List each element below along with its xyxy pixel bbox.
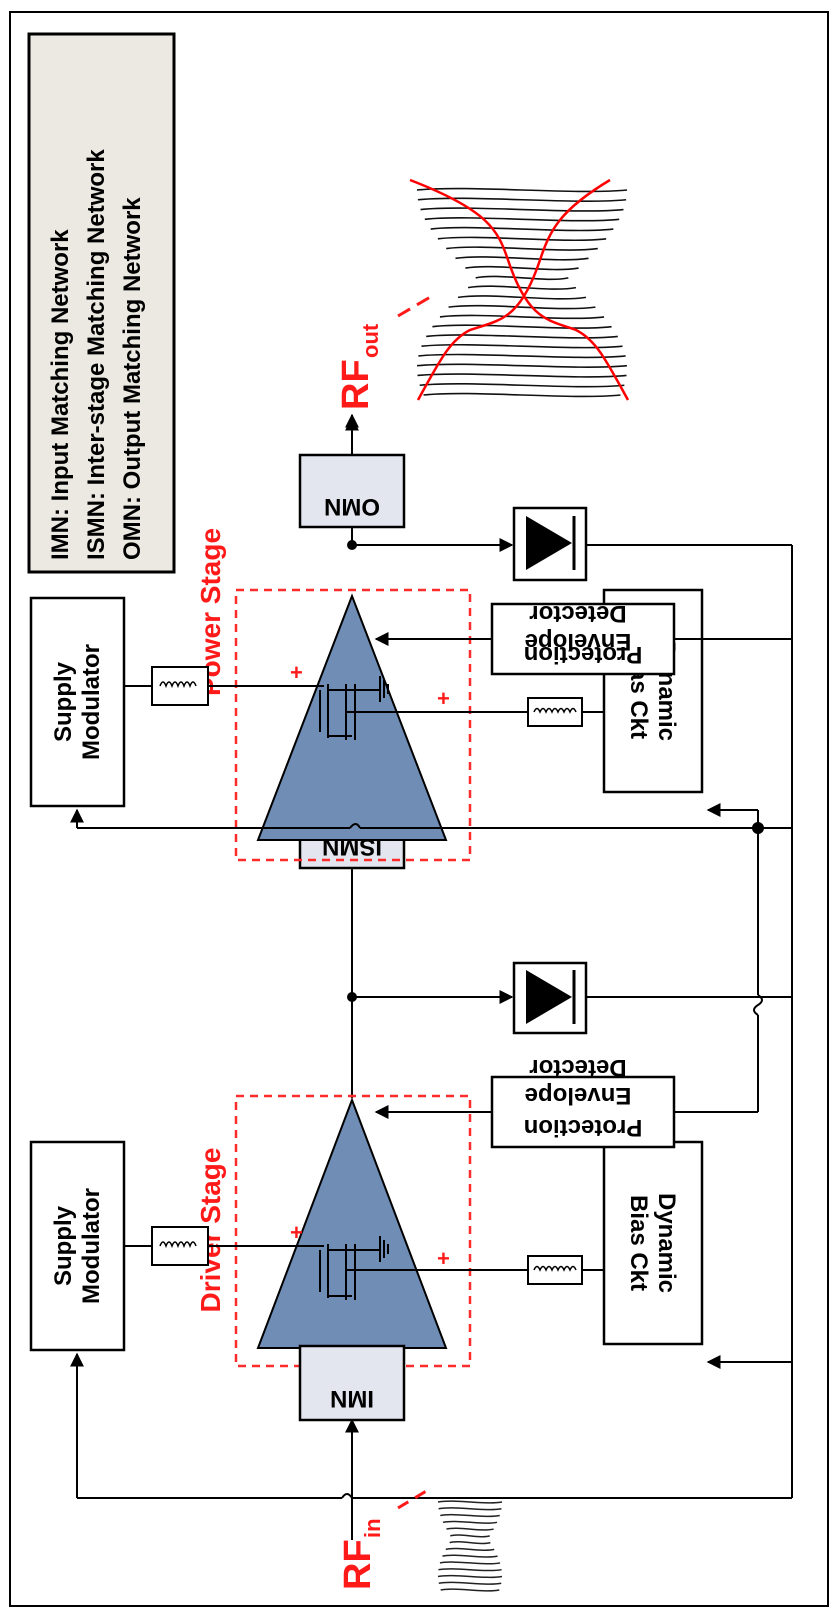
driver-protection-label: Protection xyxy=(524,1114,643,1141)
rf-out-waveform xyxy=(409,178,630,401)
power-diode-icon xyxy=(526,516,572,570)
rf-in-carrier-stroke xyxy=(438,1581,502,1585)
rf-out-carrier-stroke xyxy=(423,392,621,398)
rf-out-carrier-stroke xyxy=(465,265,579,271)
rf-out-carrier-stroke xyxy=(475,275,569,281)
driver-stage: Driver Stage + + Supply Modulator xyxy=(29,961,792,1368)
driver-transistors xyxy=(319,1236,436,1300)
rf-out-carrier-stroke xyxy=(430,226,614,232)
driver-envelope-label-2: Detector xyxy=(529,1054,626,1081)
power-supply-label-1: Supply xyxy=(50,661,77,742)
rf-out-sub: out xyxy=(358,323,383,358)
rf-in-carrier-stroke xyxy=(437,1574,503,1579)
rf-in-carrier-stroke xyxy=(445,1547,495,1551)
legend-box: IMN: Input Matching Network ISMN: Inter-… xyxy=(27,32,176,574)
rf-out-main: RF xyxy=(335,359,377,410)
power-stage-outline xyxy=(234,588,472,862)
rf-out-carrier-stroke xyxy=(446,246,598,251)
power-stage: Power Stage + + Supply Modulator D xyxy=(29,506,792,862)
rf-out-carrier-stroke xyxy=(419,382,625,388)
rf-out-carrier-stroke xyxy=(424,217,620,222)
rf-out-carrier-stroke xyxy=(467,285,577,290)
driver-supply-label-1: Supply xyxy=(50,1205,77,1286)
rf-in-carrier-stroke xyxy=(450,1534,490,1538)
rf-out-carrier-stroke xyxy=(416,363,628,368)
rf-out-carrier-stroke xyxy=(417,373,627,378)
rf-in-sub: in xyxy=(360,1518,385,1538)
power-plus-bottom: + xyxy=(437,686,450,711)
legend-line-omn: OMN: Output Matching Network xyxy=(119,197,146,560)
rf-in-carrier-stroke xyxy=(446,1527,494,1531)
rf-out-carrier-stroke xyxy=(455,256,589,261)
driver-amplifier-triangle xyxy=(256,1097,448,1349)
driver-dynamic-bias-label-1: Dynamic xyxy=(653,1193,680,1293)
rf-in-label: RF in xyxy=(337,1518,385,1590)
driver-diode-icon xyxy=(526,970,572,1024)
imn-block: IMN xyxy=(298,1344,406,1422)
rf-out-label: RF out xyxy=(335,323,383,410)
legend-line-imn: IMN: Input Matching Network xyxy=(47,229,74,560)
omn-label: OMN xyxy=(324,493,380,520)
omn-block: OMN xyxy=(298,453,406,529)
power-envelope-label-1: Envelope xyxy=(525,628,632,655)
power-plus-top: + xyxy=(290,660,303,685)
rf-in-carrier-stroke xyxy=(440,1588,500,1592)
driver-supply-label-2: Modulator xyxy=(78,1188,105,1304)
rf-in-carrier-stroke xyxy=(449,1541,491,1545)
rf-out-carrier-stroke xyxy=(420,207,624,212)
driver-plus-top: + xyxy=(290,1220,303,1245)
power-transistors xyxy=(319,676,389,740)
rf-in-carrier-stroke xyxy=(442,1554,498,1558)
power-supply-modulator xyxy=(29,596,126,808)
power-envelope-label-2: Detector xyxy=(529,600,626,627)
rf-out-carrier-stroke xyxy=(426,334,618,339)
rf-out-carrier-stroke xyxy=(448,304,596,310)
rf-in-waveform xyxy=(437,1500,503,1592)
imn-label: IMN xyxy=(330,1385,374,1412)
power-amplifier-triangle xyxy=(256,593,448,841)
driver-envelope-label-1: Envelope xyxy=(525,1082,632,1109)
driver-bias-inductor xyxy=(527,1255,583,1285)
legend-line-ismn: ISMN: Inter-stage Matching Network xyxy=(83,149,110,560)
driver-dynamic-bias xyxy=(602,1140,704,1346)
rf-in-carrier-stroke xyxy=(438,1568,502,1572)
driver-plus-bottom: + xyxy=(437,1246,450,1271)
driver-dynamic-bias-label-2: Bias Ckt xyxy=(625,1195,652,1291)
outer-border xyxy=(9,11,829,1607)
rf-out-carrier-stroke xyxy=(417,197,627,203)
driver-supply-modulator xyxy=(29,1140,126,1352)
power-protection-label: Protection xyxy=(524,641,643,668)
control-wiring xyxy=(70,545,793,1499)
rf-out-carrier-stroke xyxy=(439,314,605,320)
rf-in-carrier-stroke xyxy=(440,1513,500,1518)
rf-out-carrier-stroke xyxy=(437,236,607,242)
rf-in-carrier-stroke xyxy=(439,1561,501,1565)
rf-in-carrier-stroke xyxy=(437,1500,503,1504)
rf-out-carrier-stroke xyxy=(416,187,628,193)
rf-in-carrier-stroke xyxy=(438,1507,502,1511)
rf-out-carrier-stroke xyxy=(421,343,623,349)
rf-out-carrier-stroke xyxy=(418,353,626,359)
rf-out-carrier-stroke xyxy=(432,324,612,329)
rf-in-main: RF xyxy=(337,1539,379,1590)
power-bias-inductor xyxy=(527,697,583,727)
rf-in-carrier-stroke xyxy=(442,1520,498,1524)
power-supply-label-2: Modulator xyxy=(78,644,105,760)
